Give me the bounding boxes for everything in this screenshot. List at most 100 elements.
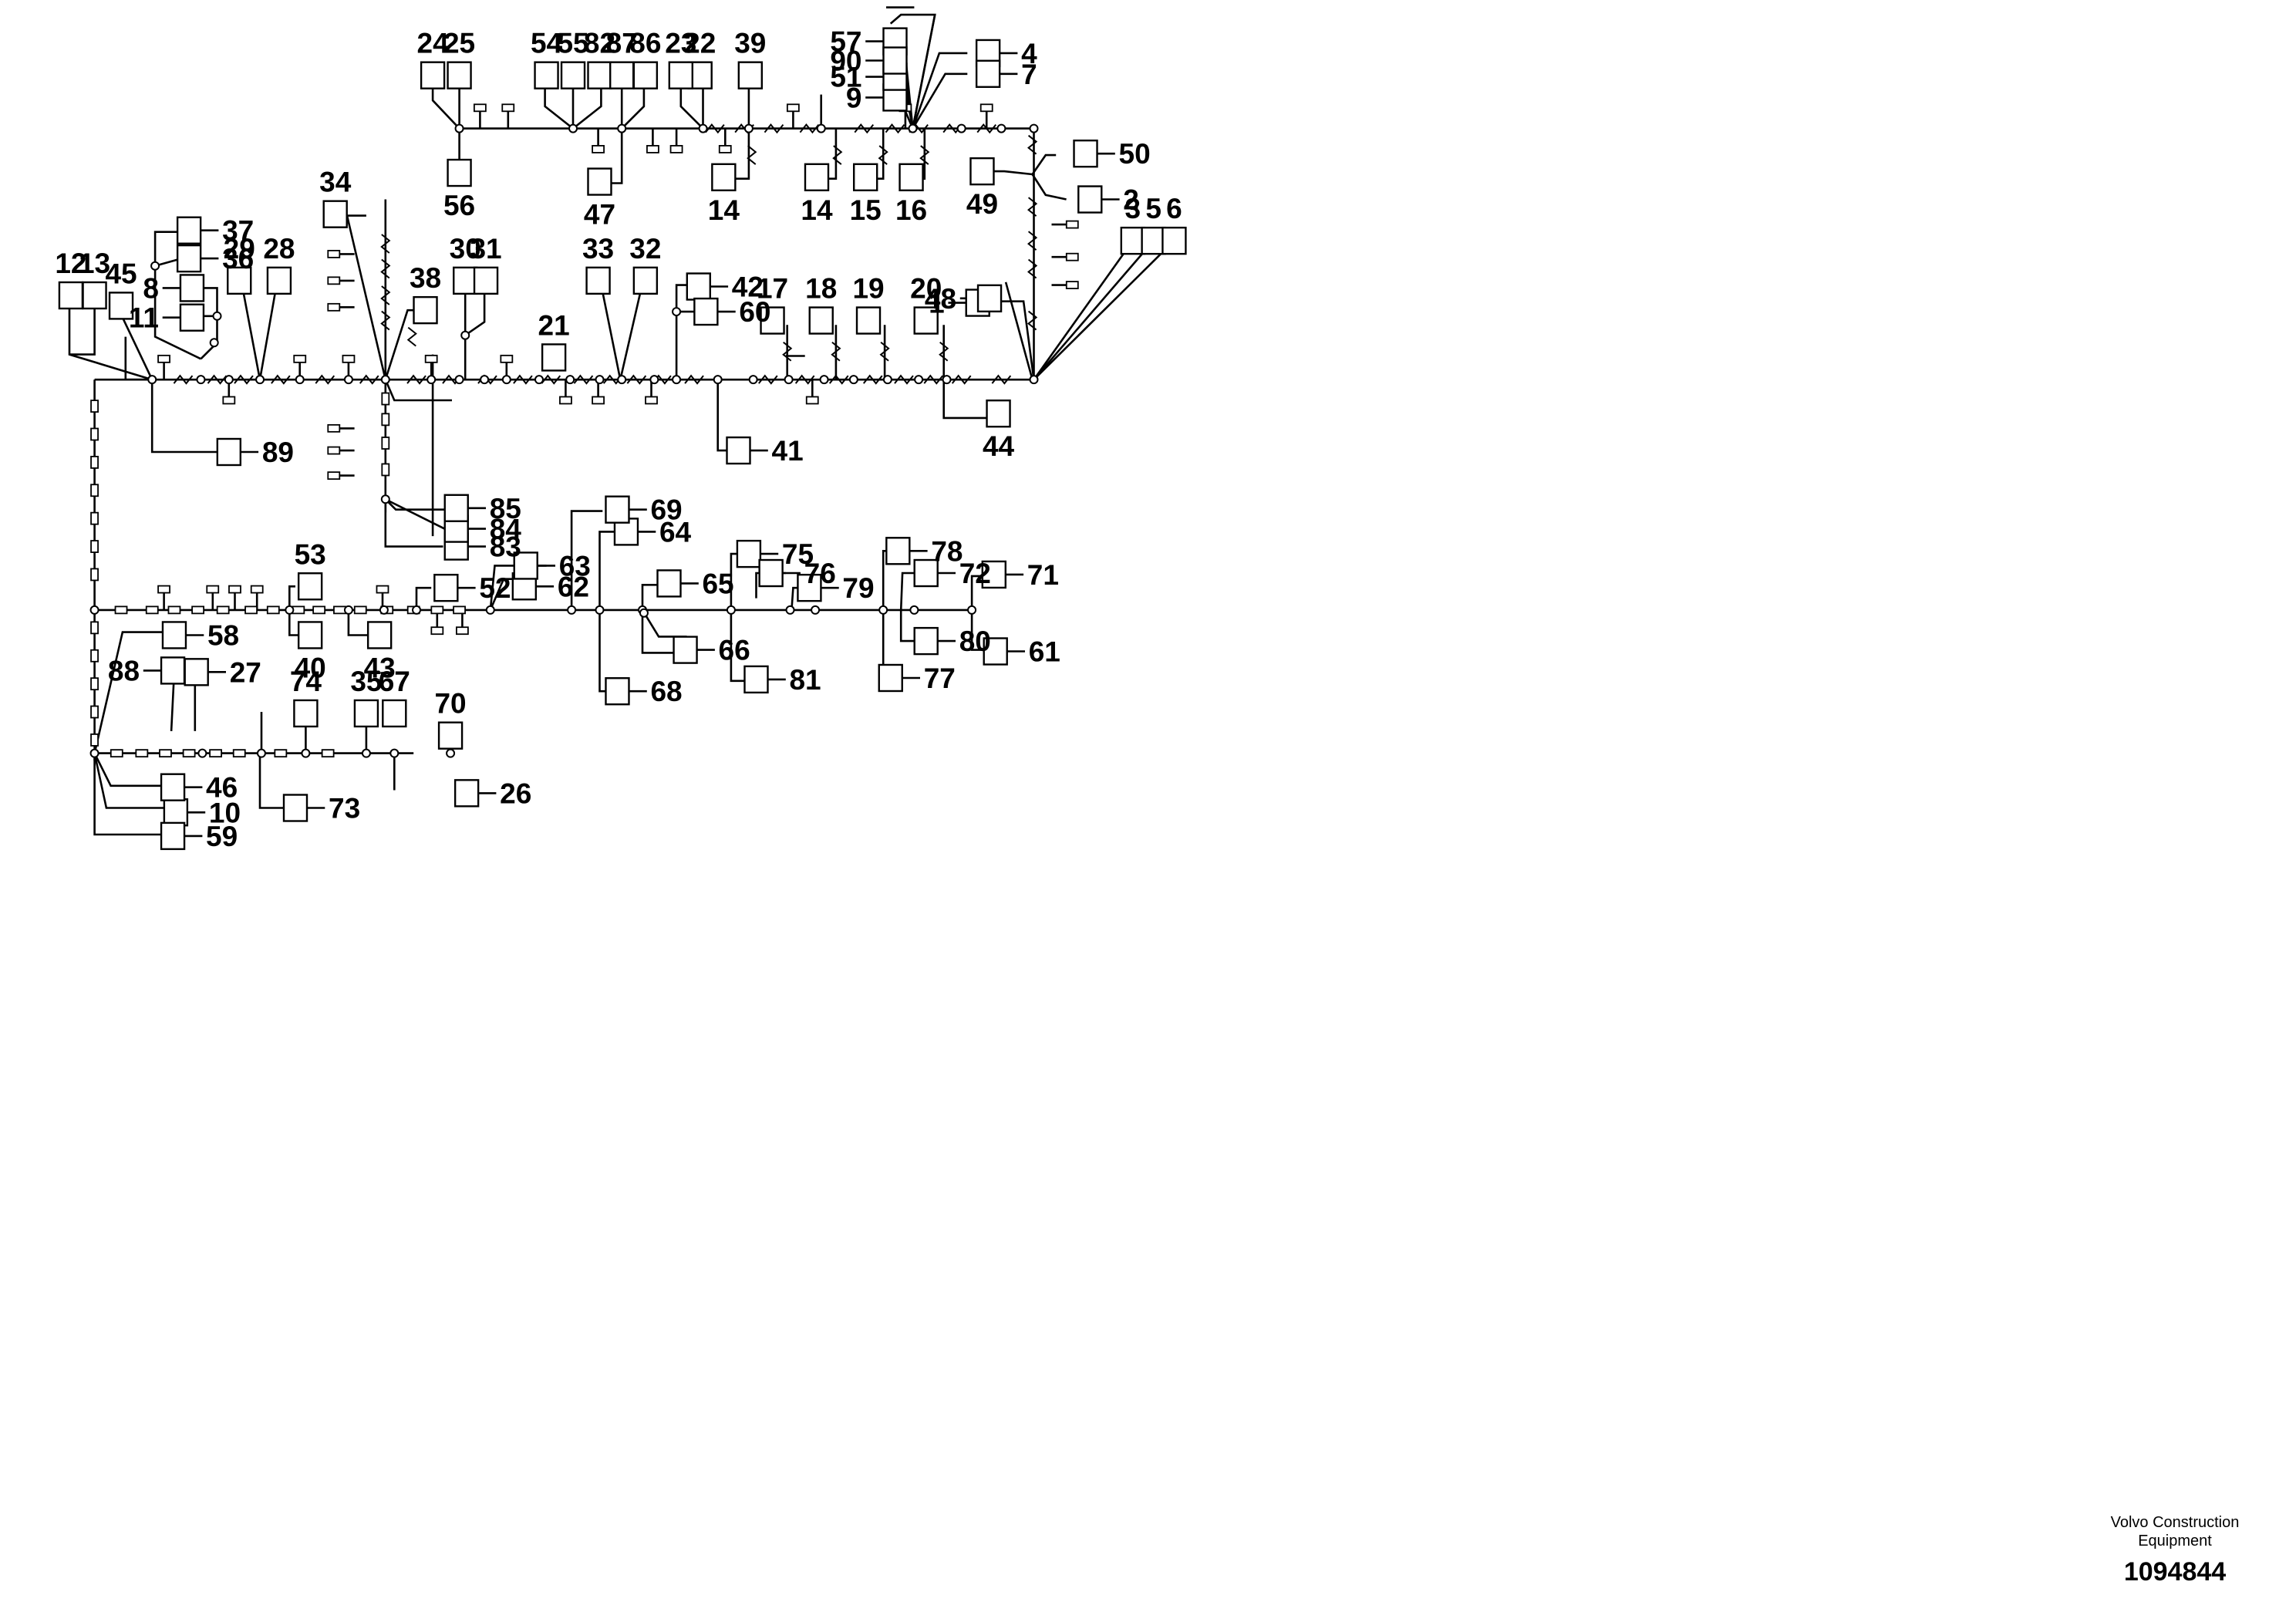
component-connector-box bbox=[282, 794, 308, 822]
component-number-label: 87 bbox=[606, 28, 638, 59]
component-connector-box bbox=[534, 61, 559, 89]
splice-node bbox=[816, 123, 826, 133]
twisted-pair-marker bbox=[782, 341, 793, 362]
twisted-pair-marker bbox=[207, 374, 228, 385]
inline-connector bbox=[646, 145, 659, 153]
wire bbox=[121, 317, 153, 380]
splice-node bbox=[426, 375, 437, 385]
component-connector-box bbox=[855, 306, 882, 335]
splice-node bbox=[412, 605, 422, 615]
inline-connector bbox=[90, 540, 99, 553]
component-connector-box bbox=[297, 621, 323, 649]
component-connector-box bbox=[433, 573, 459, 602]
inline-connector bbox=[381, 463, 390, 477]
inline-connector bbox=[206, 585, 220, 594]
twisted-pair-marker bbox=[885, 123, 905, 134]
component-number-label: 31 bbox=[470, 233, 501, 265]
twisted-pair-marker bbox=[380, 258, 391, 279]
component-connector-box bbox=[513, 551, 538, 580]
component-number-label: 18 bbox=[805, 273, 837, 305]
wire bbox=[150, 379, 222, 454]
wire bbox=[572, 84, 602, 130]
component-connector-box bbox=[609, 61, 635, 89]
wire bbox=[384, 498, 445, 511]
component-number-label: 19 bbox=[852, 273, 884, 305]
twisted-pair-marker bbox=[380, 310, 391, 331]
component-number-label: 28 bbox=[263, 233, 295, 265]
component-connector-box bbox=[668, 61, 694, 89]
component-number-label: 3 bbox=[1125, 193, 1141, 224]
wire bbox=[730, 609, 745, 683]
component-number-label: 14 bbox=[708, 194, 740, 226]
component-number-label: 1 bbox=[929, 288, 945, 319]
twisted-pair-marker bbox=[1027, 134, 1038, 155]
splice-node bbox=[672, 307, 682, 317]
component-number-label: 4 bbox=[1021, 38, 1037, 69]
component-number-label: 81 bbox=[789, 664, 821, 696]
component-connector-box bbox=[585, 266, 611, 295]
wire bbox=[124, 336, 153, 381]
component-connector-box bbox=[885, 537, 911, 565]
splice-node bbox=[785, 605, 795, 615]
wire bbox=[347, 609, 373, 636]
twisted-pair-marker bbox=[794, 374, 815, 385]
company-name-line2: Equipment bbox=[2138, 1533, 2212, 1549]
component-number-label: 41 bbox=[772, 435, 804, 467]
twisted-pair-marker bbox=[991, 374, 1012, 385]
splice-node bbox=[649, 375, 659, 385]
wire bbox=[899, 572, 919, 610]
component-connector-box bbox=[632, 61, 659, 89]
splice-node bbox=[150, 261, 160, 271]
inline-connector bbox=[381, 392, 390, 406]
document-number: 1094844 bbox=[2123, 1557, 2227, 1587]
splice-node bbox=[1029, 123, 1039, 133]
component-connector-box bbox=[726, 436, 751, 465]
splice-node bbox=[726, 605, 736, 615]
inline-connector bbox=[455, 626, 469, 636]
splice-node bbox=[361, 748, 371, 758]
splice-node bbox=[914, 375, 924, 385]
component-number-label: 90 bbox=[830, 46, 861, 77]
wire bbox=[153, 231, 201, 360]
twisted-pair-marker bbox=[758, 374, 778, 385]
component-connector-box bbox=[216, 437, 242, 467]
splice-node bbox=[301, 748, 311, 758]
wire bbox=[464, 278, 486, 338]
component-number-label: 59 bbox=[206, 821, 238, 852]
twisted-pair-marker bbox=[1027, 197, 1038, 217]
component-connector-box bbox=[587, 167, 612, 196]
twisted-pair-marker bbox=[879, 341, 890, 362]
splice-node bbox=[209, 338, 219, 348]
inline-connector bbox=[182, 749, 196, 758]
splice-node bbox=[595, 605, 605, 615]
component-connector-box bbox=[82, 281, 107, 310]
splice-node bbox=[639, 608, 649, 618]
component-connector-box bbox=[163, 798, 189, 827]
inline-connector bbox=[90, 621, 99, 635]
wire bbox=[1033, 240, 1175, 381]
inline-connector bbox=[114, 605, 128, 615]
inline-connector bbox=[376, 585, 389, 594]
component-number-label: 17 bbox=[757, 273, 788, 305]
component-number-label: 24 bbox=[417, 28, 450, 59]
component-number-label: 36 bbox=[222, 243, 254, 275]
component-connector-box bbox=[605, 677, 630, 706]
component-number-label: 47 bbox=[584, 199, 615, 231]
component-number-label: 8 bbox=[143, 272, 159, 304]
component-number-label: 9 bbox=[846, 82, 862, 113]
component-number-label: 2 bbox=[1123, 184, 1139, 216]
component-connector-box bbox=[447, 158, 472, 187]
wire bbox=[1031, 174, 1067, 201]
component-number-label: 70 bbox=[434, 688, 466, 720]
wire bbox=[384, 499, 443, 548]
component-number-label: 42 bbox=[732, 271, 764, 303]
twisted-pair-marker bbox=[919, 145, 930, 165]
inline-connector bbox=[669, 145, 683, 153]
splice-node bbox=[454, 123, 464, 133]
wire bbox=[93, 753, 169, 787]
component-connector-box bbox=[266, 266, 292, 295]
component-number-label: 14 bbox=[801, 194, 833, 226]
component-connector-box bbox=[443, 494, 469, 522]
splice-node bbox=[996, 123, 1006, 133]
inline-connector bbox=[430, 605, 444, 615]
